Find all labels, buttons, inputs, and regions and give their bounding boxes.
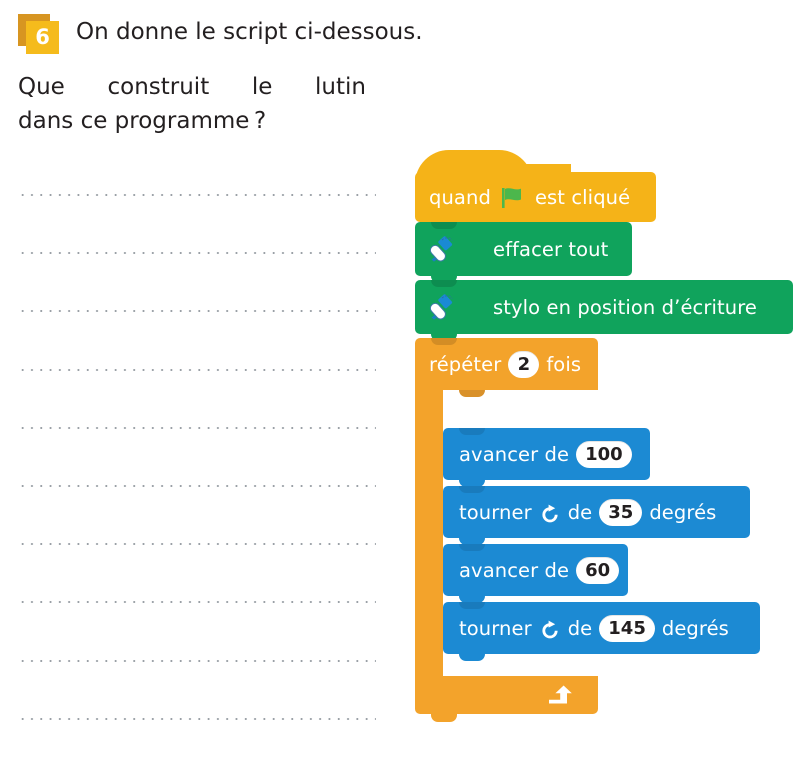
pen-icon [425, 290, 459, 324]
answer-line[interactable] [18, 192, 376, 196]
badge-square [26, 21, 59, 54]
move-steps-input[interactable]: 60 [576, 556, 620, 584]
block-notch-top [459, 428, 485, 435]
block-repeat-bottom[interactable] [415, 676, 598, 714]
answer-line[interactable] [18, 599, 376, 604]
block-notch [459, 537, 485, 545]
when-label: quand [429, 185, 491, 209]
move-label: avancer de [459, 558, 570, 582]
block-notch-top [459, 486, 485, 493]
loop-arrow-icon [546, 684, 576, 708]
block-turn-35[interactable]: tourner de 35 degrés [443, 486, 750, 545]
repeat-count-input[interactable]: 2 [508, 350, 540, 378]
answer-line[interactable] [18, 715, 376, 720]
block-move-60[interactable]: avancer de 60 [443, 544, 628, 603]
block-notch-top [431, 338, 457, 345]
turn-de-label: de [567, 616, 593, 640]
block-notch-top [431, 280, 457, 287]
answer-line[interactable] [18, 483, 376, 487]
block-notch [431, 275, 457, 283]
block-notch-top [431, 222, 457, 229]
block-move-100[interactable]: avancer de 100 [443, 428, 650, 487]
clicked-label: est cliqué [534, 185, 631, 209]
turn-de-label: de [567, 500, 593, 524]
block-repeat-spine [415, 390, 443, 676]
block-notch-top [459, 544, 485, 551]
turn-degrees-input[interactable]: 145 [599, 614, 655, 642]
exercise-question: Que construit le lutin dans ce programme… [18, 70, 370, 138]
turn-clockwise-icon [539, 620, 561, 642]
block-notch [431, 333, 457, 341]
block-notch [459, 595, 485, 603]
pen-down-label: stylo en position d’écriture [493, 295, 758, 319]
hat-body [415, 172, 656, 222]
question-line-2: dans ce programme ? [18, 108, 267, 134]
turn-clockwise-icon [539, 504, 561, 526]
erase-all-label: effacer tout [493, 237, 609, 261]
block-notch [431, 714, 457, 722]
block-repeat-content: répéter 2 fois [415, 338, 598, 390]
block-notch [459, 653, 485, 661]
pen-icon [425, 232, 459, 266]
answer-line[interactable] [18, 308, 376, 313]
exercise-prompt: On donne le script ci-dessous. [76, 19, 423, 45]
block-repeat-top[interactable] [415, 338, 598, 390]
block-erase-all[interactable]: effacer tout [415, 222, 632, 283]
turn-label: tourner [459, 616, 532, 640]
block-pen-down[interactable]: stylo en position d’écriture [415, 280, 793, 341]
turn-degrees-label: degrés [661, 616, 729, 640]
answer-line[interactable] [18, 424, 376, 429]
block-repeat-inner-notch [459, 390, 485, 397]
question-line-1: Que construit le lutin [18, 74, 366, 100]
exercise-number-badge: 6 [18, 14, 62, 54]
answer-line[interactable] [18, 657, 376, 662]
green-flag-icon [500, 187, 526, 209]
exercise-number: 6 [35, 25, 50, 49]
block-when-flag-clicked[interactable]: quand est cliqué [415, 150, 656, 229]
exercise-header: 6 On donne le script ci-dessous. [16, 10, 776, 54]
turn-degrees-input[interactable]: 35 [599, 498, 643, 526]
repeat-times-label: fois [546, 352, 582, 376]
turn-label: tourner [459, 500, 532, 524]
move-label: avancer de [459, 442, 570, 466]
move-steps-input[interactable]: 100 [576, 440, 632, 468]
repeat-label: répéter [429, 352, 502, 376]
block-notch-top [459, 602, 485, 609]
answer-line[interactable] [18, 541, 376, 546]
turn-degrees-label: degrés [649, 500, 717, 524]
answer-line[interactable] [18, 250, 376, 255]
answer-line[interactable] [18, 366, 376, 371]
block-notch [459, 479, 485, 487]
block-turn-145[interactable]: tourner de 145 degrés [443, 602, 760, 661]
